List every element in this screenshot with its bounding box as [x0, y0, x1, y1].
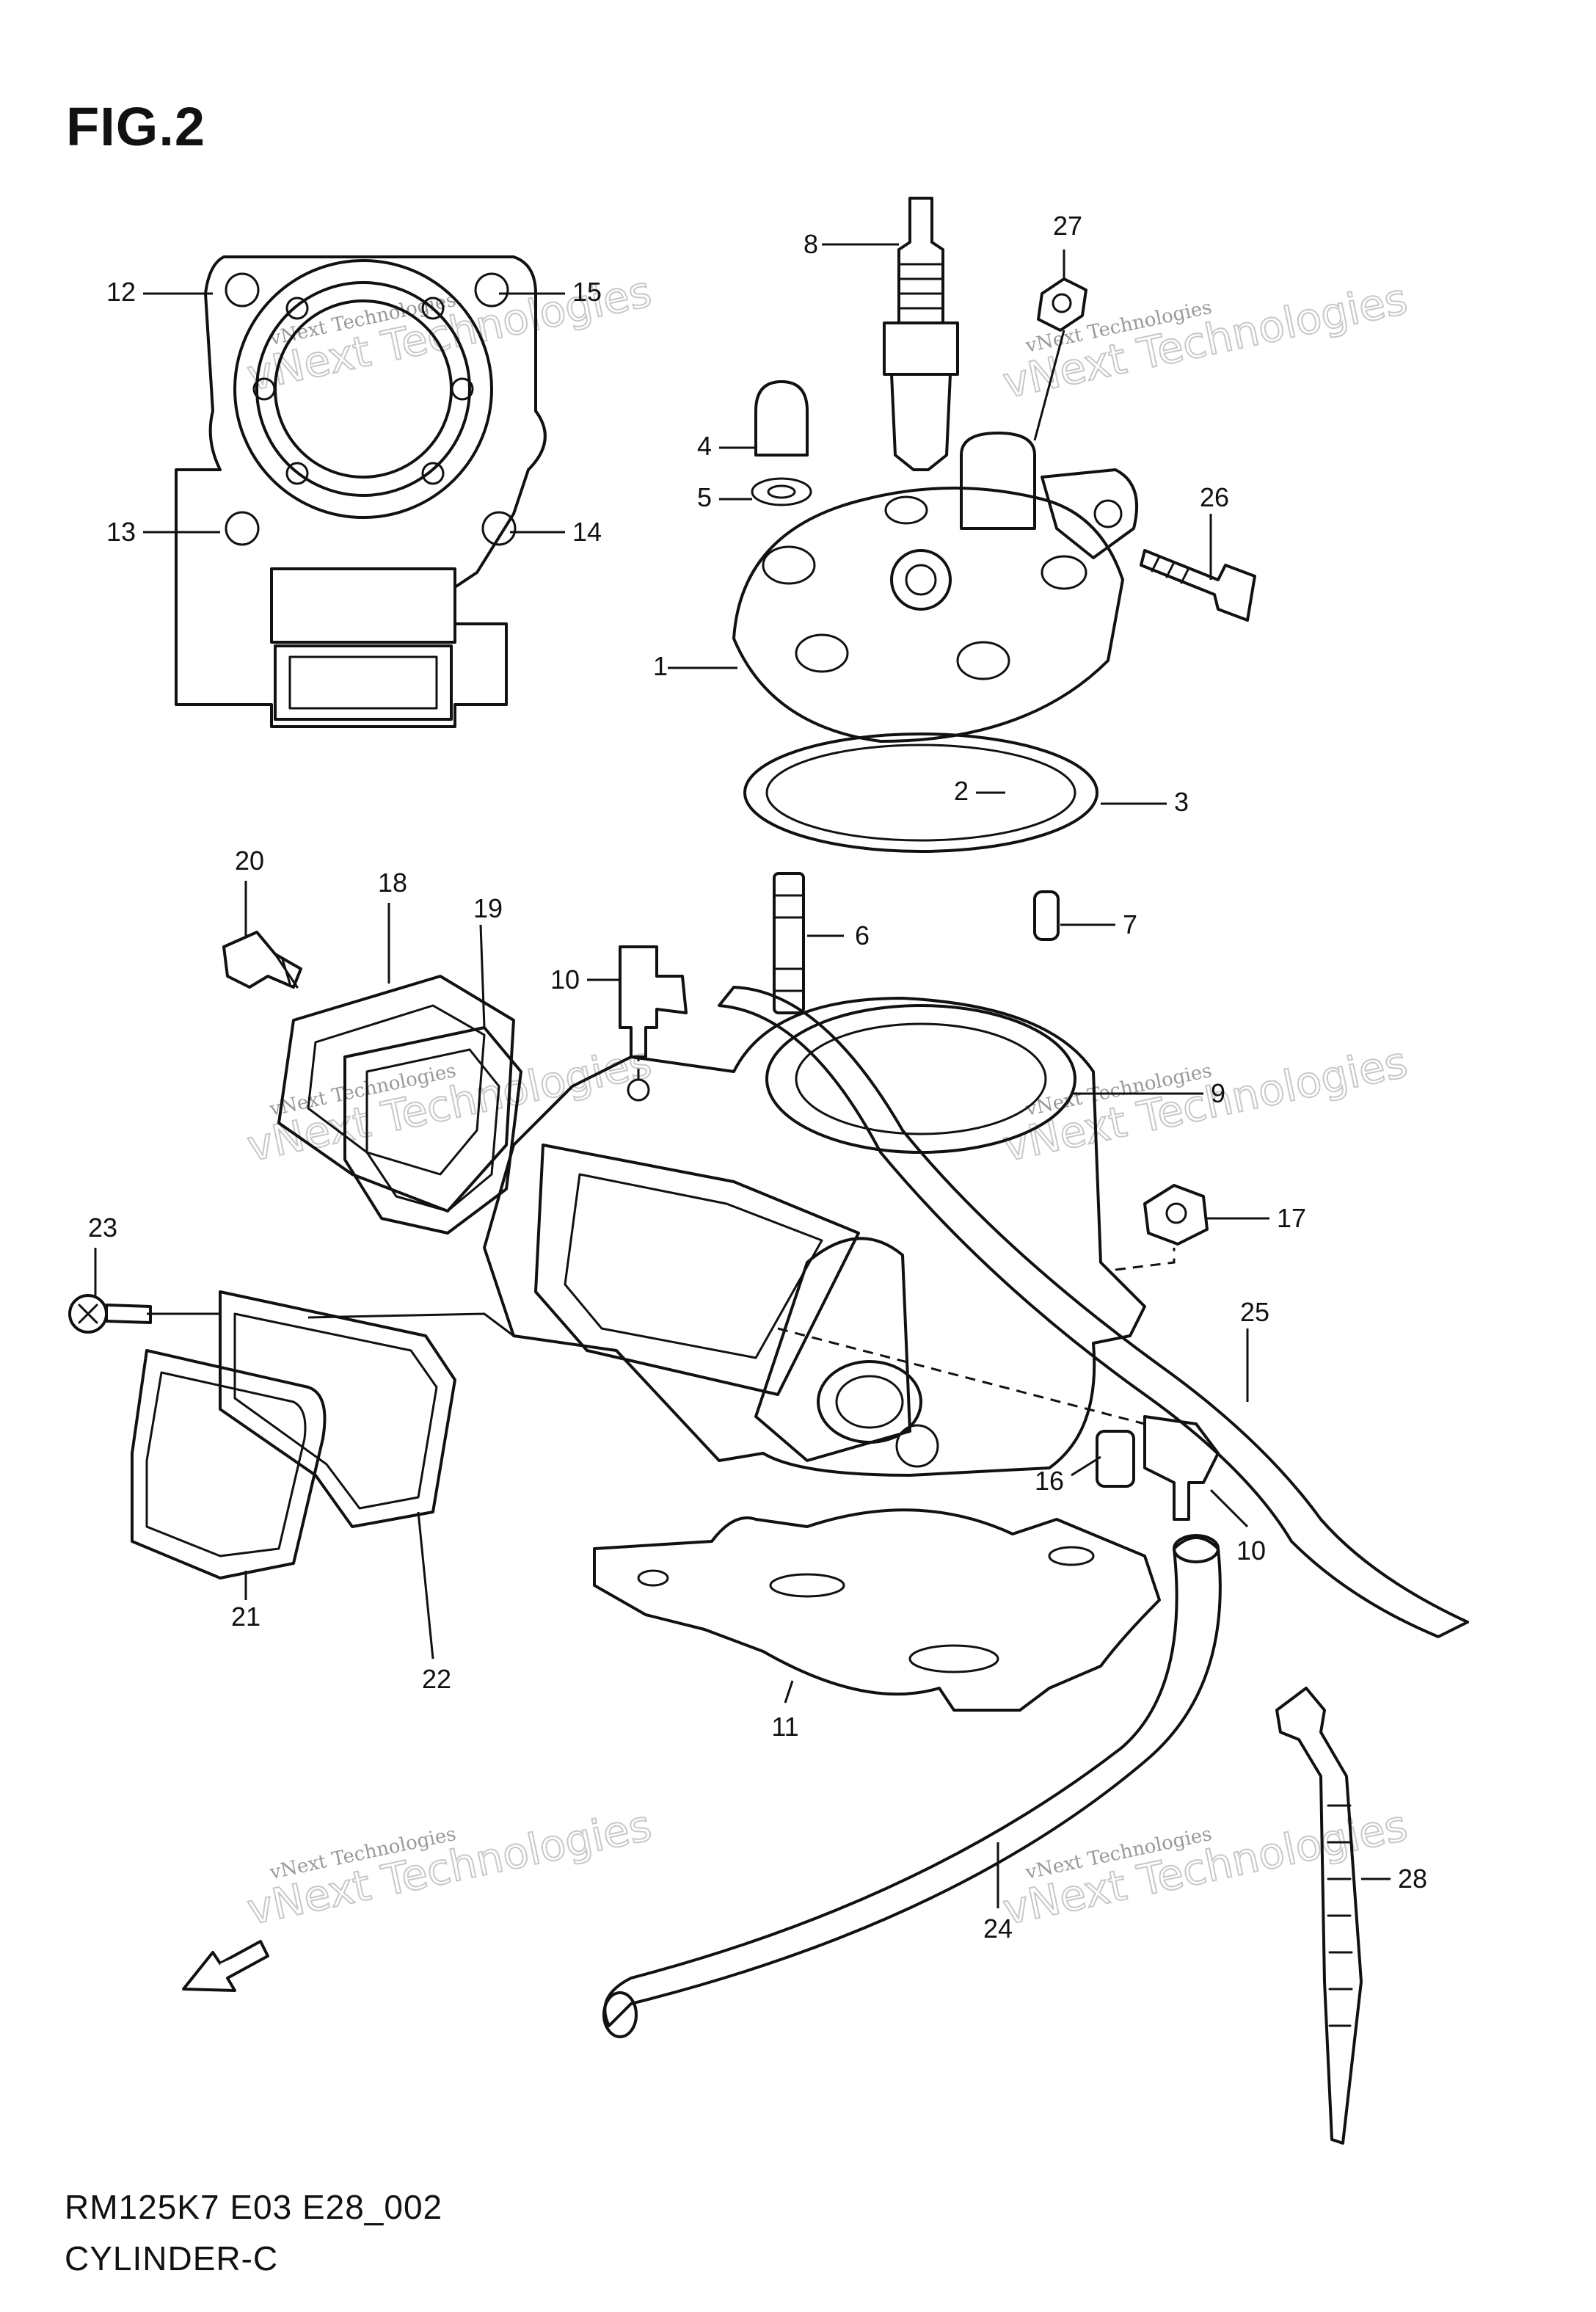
- callout-12: 12: [106, 277, 136, 307]
- bolt-26: [1140, 549, 1256, 622]
- figure-title: FIG.2: [66, 96, 206, 157]
- callout-19: 19: [473, 893, 503, 923]
- callout-18: 18: [378, 868, 407, 898]
- watermark: vNext Technologies vNext Technologies: [242, 1800, 656, 1935]
- collar-16: [1096, 1430, 1135, 1488]
- callout-1: 1: [653, 651, 668, 681]
- callout-2: 2: [954, 776, 969, 806]
- cylinder-head: [732, 432, 1139, 853]
- hose-fitting-upper: [619, 945, 688, 1058]
- breather-hose-24: [602, 1534, 1222, 2038]
- reed-valve-gasket: [277, 975, 522, 1235]
- flange-nut-17: [1143, 1184, 1209, 1246]
- watermark: vNext Technologies vNext Technologies: [242, 1036, 656, 1172]
- callout-17: 17: [1277, 1203, 1306, 1233]
- callout-28: 28: [1398, 1864, 1427, 1894]
- callout-22: 22: [422, 1664, 451, 1694]
- diagram-code: RM125K7 E03 E28_002: [65, 2188, 443, 2226]
- dowel-pin-7: [1033, 890, 1060, 941]
- callout-26: 26: [1200, 482, 1229, 512]
- callout-5: 5: [697, 482, 712, 512]
- callout-16: 16: [1035, 1466, 1064, 1496]
- callout-21: 21: [231, 1602, 260, 1632]
- callout-20: 20: [235, 846, 264, 876]
- callout-15: 15: [572, 277, 602, 307]
- breather-hose-25: [718, 986, 1469, 1638]
- callout-14: 14: [572, 517, 602, 547]
- spark-plug: [883, 197, 959, 471]
- callout-4: 4: [697, 431, 712, 461]
- cap-nut: [751, 380, 812, 506]
- callout-labels: 1 2 3 4 5 6 7 8 9 10 10 11 12 13 14 15 1…: [88, 211, 1427, 1944]
- diagram-name: CYLINDER-C: [65, 2239, 279, 2278]
- callout-11: 11: [771, 1712, 798, 1742]
- bolt-20: [222, 931, 302, 989]
- callout-25: 25: [1240, 1297, 1269, 1327]
- callout-9: 9: [1211, 1078, 1225, 1108]
- forward-direction-arrow: FWD: [182, 1940, 269, 1992]
- callout-13: 13: [106, 517, 136, 547]
- watermark: vNext Technologies vNext Technologies: [998, 273, 1412, 409]
- stud-bolt: [773, 872, 805, 1014]
- callout-24: 24: [983, 1913, 1013, 1944]
- exhaust-valve-cover: [131, 1290, 456, 1579]
- callout-27: 27: [1053, 211, 1082, 241]
- leader-lines: [94, 243, 1391, 1908]
- cylinder-base-gasket: [593, 1508, 1161, 1712]
- callout-8: 8: [804, 229, 818, 259]
- watermark: vNext Technologies vNext Technologies: [998, 1036, 1412, 1172]
- callout-10-lower: 10: [1236, 1535, 1266, 1566]
- cylinder-top-view-inset: [175, 255, 547, 728]
- hose-fitting-lower: [1143, 1415, 1220, 1521]
- callout-3: 3: [1174, 787, 1189, 817]
- bolt-23: [68, 1294, 152, 1334]
- flange-nut-27: [1037, 277, 1087, 332]
- callout-23: 23: [88, 1213, 117, 1243]
- callout-6: 6: [855, 920, 870, 950]
- callout-7: 7: [1123, 909, 1137, 939]
- cable-tie: [1275, 1687, 1363, 2145]
- callout-10-upper: 10: [550, 964, 580, 995]
